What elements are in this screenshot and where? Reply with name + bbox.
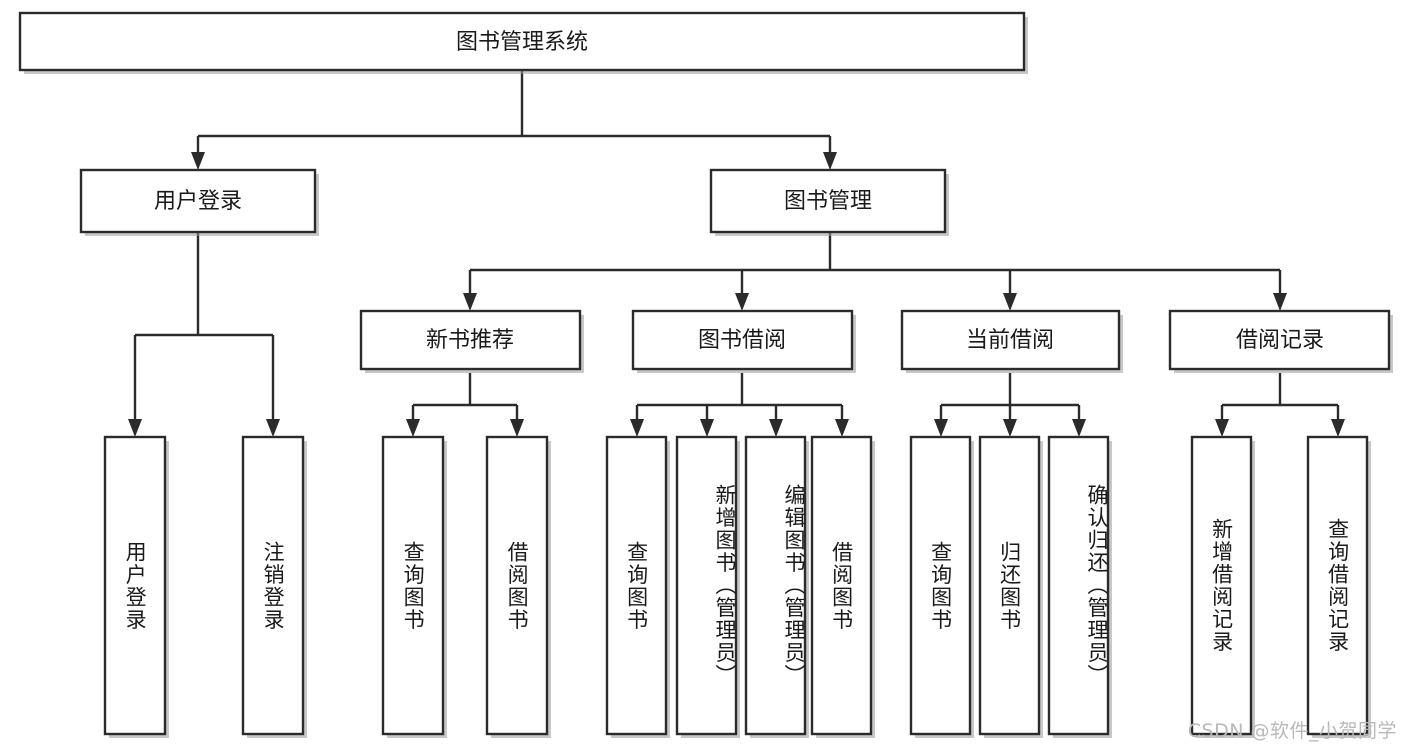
node-user-login-label: 用户登录 xyxy=(154,189,242,214)
arrow-leaf-edit-book xyxy=(769,419,783,437)
arrow-new-book-rec xyxy=(463,293,477,311)
arrow-leaf-add-record xyxy=(1215,419,1229,437)
arrow-leaf-query-book-b xyxy=(630,419,644,437)
arrow-leaf-query-record xyxy=(1331,419,1345,437)
arrow-book-borrow xyxy=(735,293,749,311)
node-current-borrow[interactable]: 当前借阅 xyxy=(900,309,1123,373)
arrow-leaf-add-book xyxy=(700,419,714,437)
node-leaf-add-record[interactable] xyxy=(1190,435,1255,738)
node-borrow-record[interactable]: 借阅记录 xyxy=(1168,309,1393,373)
node-leaf-confirm-return[interactable] xyxy=(1047,435,1112,738)
arrow-leaf-query-book-c xyxy=(934,419,948,437)
node-book-manage-label: 图书管理 xyxy=(784,189,872,214)
node-book-manage[interactable]: 图书管理 xyxy=(709,168,949,236)
node-leaf-query-book-c[interactable] xyxy=(909,435,974,738)
node-leaf-borrow-book-b[interactable] xyxy=(810,435,875,738)
node-borrow-record-label: 借阅记录 xyxy=(1236,328,1324,353)
arrow-leaf-query-book-a xyxy=(406,419,420,437)
node-book-borrow[interactable]: 图书借阅 xyxy=(631,309,856,373)
csdn-watermark: CSDN @软件_小贺同学 xyxy=(1187,720,1397,742)
connectors xyxy=(128,70,1345,437)
node-book-borrow-label: 图书借阅 xyxy=(698,328,786,353)
node-leaf-user-login[interactable] xyxy=(103,435,169,738)
arrow-leaf-user-login xyxy=(128,419,142,437)
arrow-leaf-return-book xyxy=(1003,419,1017,437)
node-root[interactable]: 图书管理系统 xyxy=(18,11,1028,74)
node-leaf-edit-book[interactable] xyxy=(744,435,809,738)
node-user-login[interactable]: 用户登录 xyxy=(79,168,319,236)
node-leaf-add-book[interactable] xyxy=(675,435,740,738)
node-current-borrow-label: 当前借阅 xyxy=(966,328,1054,353)
node-new-book-rec-label: 新书推荐 xyxy=(426,328,514,353)
arrow-leaf-borrow-book-b xyxy=(835,419,849,437)
arrow-leaf-confirm-return xyxy=(1072,419,1086,437)
arrow-borrow-record xyxy=(1273,293,1287,311)
arrow-leaf-logout xyxy=(266,419,280,437)
node-root-label: 图书管理系统 xyxy=(456,30,588,55)
arrow-leaf-borrow-book-a xyxy=(510,419,524,437)
node-leaf-query-book-b[interactable] xyxy=(605,435,670,738)
node-leaf-borrow-book-a[interactable] xyxy=(485,435,551,738)
node-new-book-rec[interactable]: 新书推荐 xyxy=(359,309,584,373)
leaf-nodes xyxy=(103,435,1371,738)
arrow-current-borrow xyxy=(1003,293,1017,311)
node-leaf-logout[interactable] xyxy=(241,435,307,738)
node-leaf-return-book[interactable] xyxy=(978,435,1043,738)
arrow-user-login xyxy=(191,152,205,170)
node-leaf-query-record[interactable] xyxy=(1306,435,1371,738)
arrow-book-manage xyxy=(823,152,837,170)
node-leaf-query-book-a[interactable] xyxy=(381,435,447,738)
